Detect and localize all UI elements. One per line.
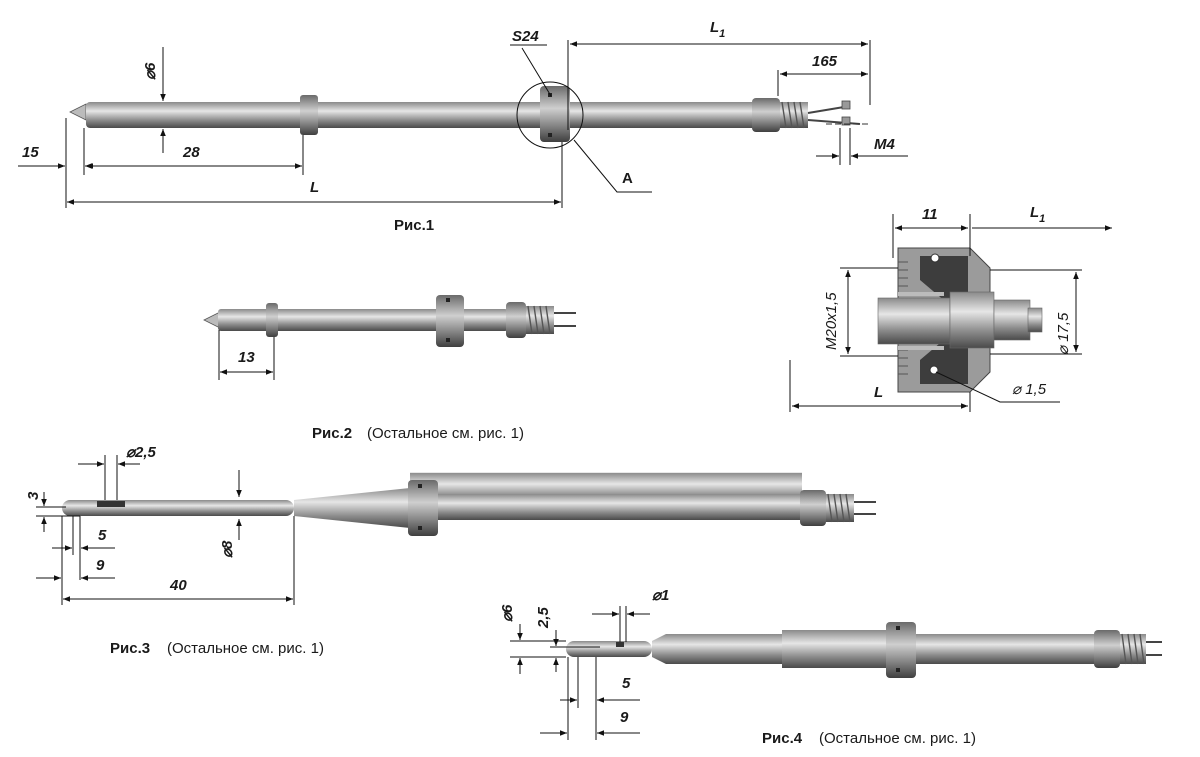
rod-collar xyxy=(300,95,318,135)
figure-3: ⌀2,5 3 ⌀8 5 9 40 Рис.3 (Остальное см. ри… xyxy=(25,444,876,657)
dim-40: 40 xyxy=(169,577,187,594)
spring-coil xyxy=(780,101,808,129)
dim-3: 3 xyxy=(25,491,42,500)
hex-nut xyxy=(540,86,570,142)
dim-5: 5 xyxy=(98,527,107,544)
fig3-caption: Рис.3 xyxy=(110,640,150,657)
dim-165: 165 xyxy=(812,53,838,70)
dim-d6: ⌀6 xyxy=(142,62,159,80)
detail-l1-label: L1 xyxy=(1030,204,1045,225)
dim-15: 15 xyxy=(22,144,39,161)
terminal-head xyxy=(752,98,780,132)
fig2-caption: Рис.2 xyxy=(312,425,352,442)
fig3-note: (Остальное см. рис. 1) xyxy=(167,640,324,657)
detail-a-circle xyxy=(516,81,584,149)
fig1-caption: Рис.1 xyxy=(394,217,434,234)
dim-d2-5: ⌀2,5 xyxy=(126,444,157,461)
fig4-note: (Остальное см. рис. 1) xyxy=(819,730,976,747)
figure-1: A S24 L1 165 ⌀6 M4 15 28 L xyxy=(18,19,908,234)
detail-a-section: 11 L1 M20x1,5 ⌀ 17,5 ⌀ 1,5 L xyxy=(789,204,1112,412)
fig4-dim-9: 9 xyxy=(620,709,629,726)
dim-l: L xyxy=(310,179,319,196)
fig4-dim-d1: ⌀1 xyxy=(652,587,669,604)
fig4-dim-d6: ⌀6 xyxy=(499,604,516,622)
figure-2: 13 Рис.2 (Остальное см. рис. 1) xyxy=(203,295,576,442)
dim-d17-5: ⌀ 17,5 xyxy=(1055,312,1072,355)
terminal-wires xyxy=(807,105,861,125)
dim-13: 13 xyxy=(238,349,255,366)
dim-9: 9 xyxy=(96,557,105,574)
fig4-dim-2-5: 2,5 xyxy=(535,606,552,629)
dim-28: 28 xyxy=(182,144,200,161)
detail-a-label: A xyxy=(622,170,633,187)
l1-label: L1 xyxy=(710,19,725,40)
probe-tip xyxy=(69,103,87,121)
dim-d8: ⌀8 xyxy=(219,540,236,558)
figure-4: ⌀6 2,5 ⌀1 5 9 Рис.4 (Остальное см. рис. … xyxy=(499,587,1162,747)
fig2-note: (Остальное см. рис. 1) xyxy=(367,425,524,442)
dim-m4: M4 xyxy=(874,136,895,153)
probe-rod xyxy=(86,102,756,128)
s24-label: S24 xyxy=(512,28,539,45)
dim-m20: M20x1,5 xyxy=(823,292,840,350)
dim-d1-5: ⌀ 1,5 xyxy=(1012,381,1047,398)
fig4-dim-5: 5 xyxy=(622,675,631,692)
fig4-caption: Рис.4 xyxy=(762,730,803,747)
dim-11: 11 xyxy=(922,206,938,223)
detail-dim-l: L xyxy=(874,384,883,401)
